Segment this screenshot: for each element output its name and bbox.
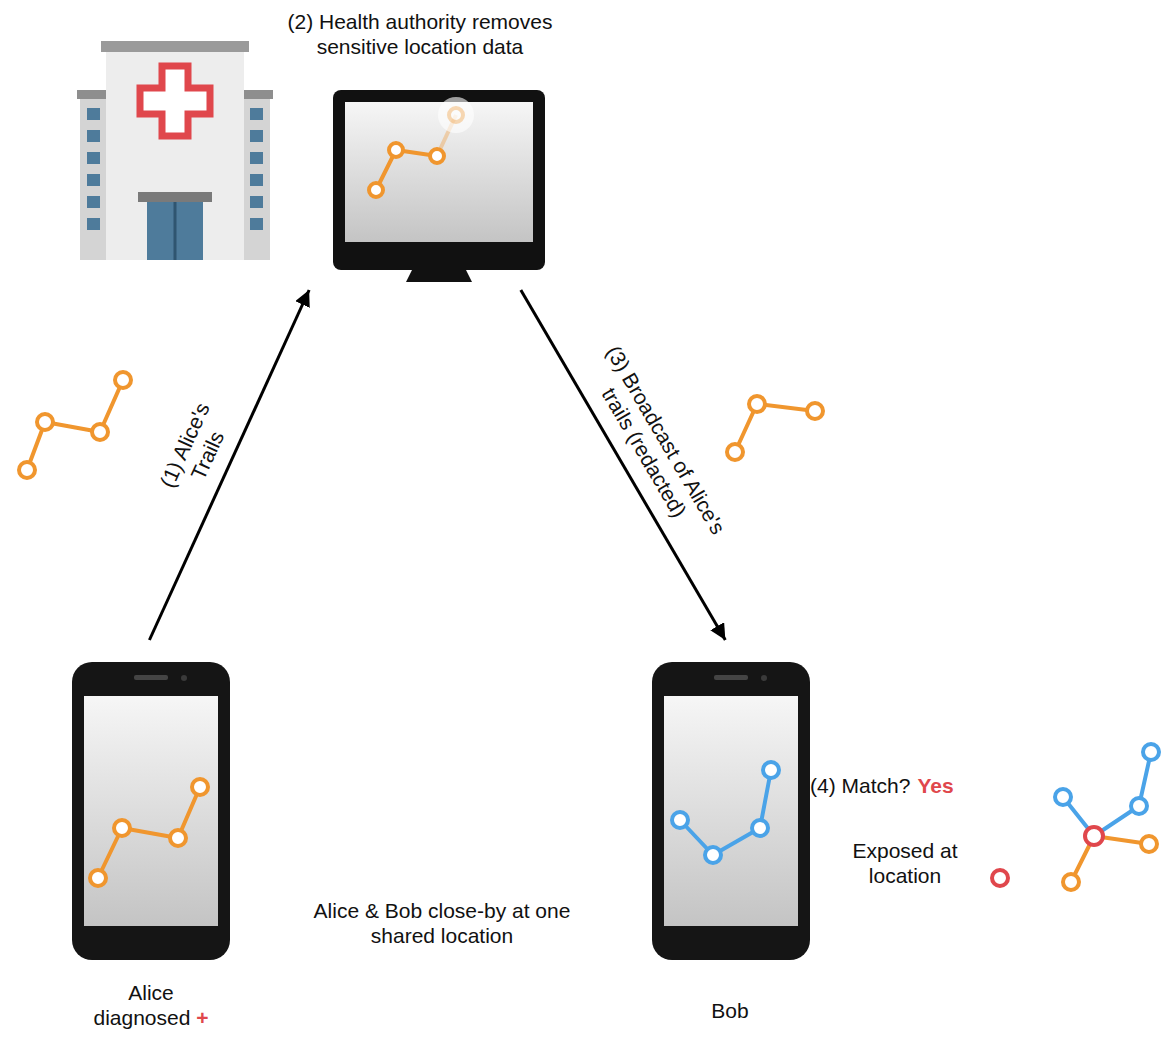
step-label: (4) Match?	[810, 773, 910, 798]
trail-point	[19, 462, 35, 478]
window	[250, 152, 263, 164]
alice-trail	[19, 372, 131, 478]
entrance-doors	[147, 202, 203, 260]
trail-point	[752, 820, 768, 836]
trail-point	[1131, 798, 1147, 814]
trail-point	[763, 762, 779, 778]
redacted-trail	[727, 396, 823, 460]
trail-point-redacted	[449, 108, 463, 122]
trail-point	[1143, 744, 1159, 760]
node-text: Bob	[665, 998, 795, 1023]
phone-node: Alice diagnosed +	[72, 640, 230, 1035]
trail-line	[98, 787, 200, 878]
trail-point	[1141, 836, 1157, 852]
trail-point	[90, 870, 106, 886]
match-result: Yes	[917, 773, 953, 798]
entrance-awning	[138, 192, 212, 202]
window	[87, 108, 100, 120]
trail-point	[192, 779, 208, 795]
trail-point	[170, 830, 186, 846]
status-mark: +	[196, 1006, 208, 1029]
matched-trails	[1055, 744, 1159, 890]
trail-point	[1055, 789, 1071, 805]
alice-phone	[72, 662, 230, 960]
window	[250, 196, 263, 208]
node-label: Alice diagnosed	[93, 981, 190, 1029]
monitor-screen	[345, 102, 533, 242]
authority-node: (2) Health authority removes sensitive l…	[252, 5, 588, 290]
window	[87, 130, 100, 142]
trail-line	[376, 150, 437, 190]
door-divider	[174, 202, 177, 260]
node-label: (2) Health authority removes sensitive l…	[288, 10, 553, 58]
trail-point	[727, 444, 743, 460]
window	[87, 174, 100, 186]
monitor-frame	[333, 90, 545, 270]
trail-line	[27, 380, 123, 470]
phone-node: Bob	[652, 640, 808, 1035]
redaction-glow	[438, 97, 474, 133]
monitor-stand	[406, 270, 472, 282]
bob-screen-trail	[672, 762, 779, 863]
window	[250, 130, 263, 142]
edge-label: (3) Broadcast of Alice's trails (redacte…	[570, 326, 740, 567]
trail-point	[92, 424, 108, 440]
node-text: (2) Health authority removes sensitive l…	[252, 9, 588, 59]
alice-screen-trail	[90, 779, 208, 886]
exposure-label: Exposed at location	[830, 838, 980, 888]
hospital-tower	[106, 50, 244, 260]
window	[87, 196, 100, 208]
trail-point	[369, 183, 383, 197]
window	[250, 218, 263, 230]
hospital-icon	[77, 41, 273, 260]
monitor-icon	[333, 90, 545, 282]
exposure-marker	[992, 870, 1008, 886]
trail-point	[37, 414, 53, 430]
trail-point	[672, 812, 688, 828]
trail-line	[680, 770, 771, 855]
trail-point	[749, 396, 765, 412]
trail-line	[1063, 752, 1151, 836]
trail-point	[807, 403, 823, 419]
edge-label: (1) Alice's Trails	[146, 380, 246, 519]
node-text: Alice diagnosed +	[86, 980, 216, 1030]
trail-point	[114, 820, 130, 836]
note-label: Alice & Bob close-by at one shared locat…	[296, 898, 588, 948]
window	[87, 218, 100, 230]
trail-point	[705, 847, 721, 863]
tower-cornice	[101, 41, 249, 52]
node-label: Bob	[711, 999, 748, 1022]
exposure-point	[1085, 827, 1103, 845]
trail-point	[389, 143, 403, 157]
trail-point	[115, 372, 131, 388]
trail-line	[1071, 836, 1149, 882]
red-cross	[140, 66, 210, 136]
trail-point	[430, 149, 444, 163]
window	[250, 174, 263, 186]
window	[87, 152, 100, 164]
window	[250, 108, 263, 120]
bob-phone	[652, 662, 810, 960]
trail-point	[1063, 874, 1079, 890]
trail-line	[735, 404, 815, 452]
